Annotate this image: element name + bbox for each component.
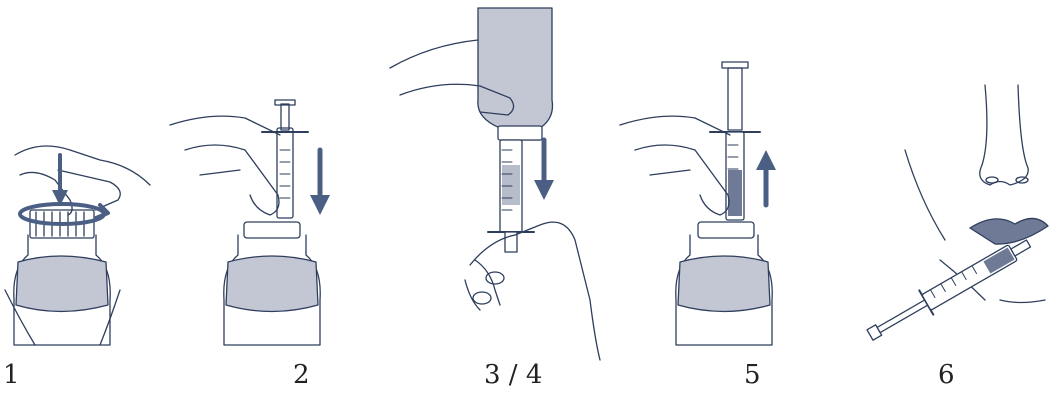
panel-3-4-invert-draw	[390, 8, 600, 360]
nose	[980, 85, 1028, 185]
panel-6-administer	[863, 85, 1048, 347]
hand-5	[620, 116, 730, 215]
step-label-5: 5	[744, 362, 761, 388]
bottle-2-liquid	[226, 256, 318, 312]
bottle-3-inverted	[478, 8, 553, 140]
bottle-2-neck	[244, 222, 300, 238]
syringe-2-plunger	[281, 104, 289, 130]
face-profile	[905, 150, 945, 240]
step-label-6: 6	[938, 362, 955, 388]
bottle-1-liquid	[16, 256, 108, 312]
step-label-1: 1	[3, 362, 20, 388]
step-label-2: 2	[293, 362, 310, 388]
lips	[970, 218, 1048, 244]
syringe-5-plunger	[728, 68, 742, 130]
hand-2	[170, 116, 280, 215]
panel-5-withdraw-dose	[620, 62, 772, 345]
syringe-3-liquid	[502, 165, 520, 205]
step-label-3-4: 3 / 4	[484, 362, 542, 388]
panel-1-open-cap	[5, 146, 150, 345]
bottle-5-liquid	[678, 256, 770, 312]
hand-3-bottom	[465, 222, 600, 360]
syringe-5-liquid	[728, 170, 742, 216]
syringe-6	[863, 231, 1035, 347]
panel-2-insert-syringe	[170, 100, 320, 345]
